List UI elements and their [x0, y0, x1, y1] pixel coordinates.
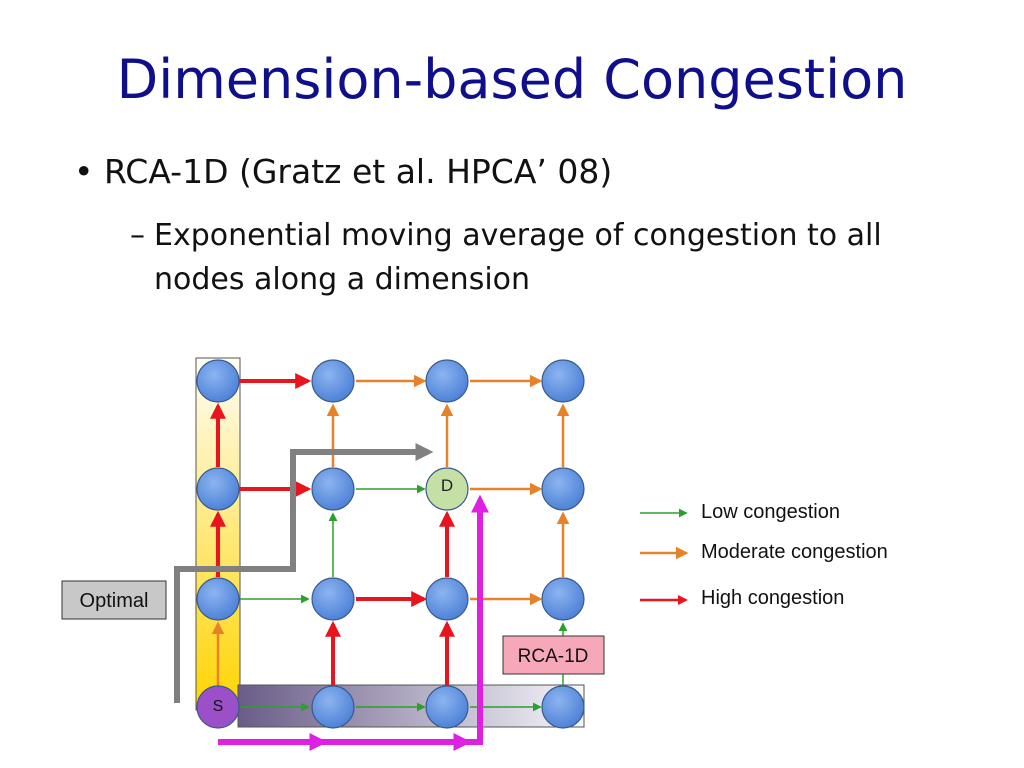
bullet-dot: • [74, 152, 94, 191]
optimal-label: Optimal [80, 590, 149, 612]
sub-bullet: – Exponential moving average of congesti… [130, 214, 950, 302]
optimal-path [174, 443, 434, 703]
rca-label-box [502, 635, 605, 675]
router-node [311, 359, 355, 403]
router-node [311, 685, 355, 729]
router-node [311, 467, 355, 511]
source-label: S [213, 698, 224, 715]
sub-bullet-text: Exponential moving average of congestion… [154, 218, 882, 297]
sub-bullet-dash: – [130, 218, 145, 253]
legend: Low congestion Moderate congestion High … [640, 501, 888, 609]
legend-moderate-label: Moderate congestion [701, 541, 888, 563]
router-nodes [196, 359, 585, 729]
router-node [196, 577, 240, 621]
destination-label: D [441, 476, 453, 495]
bullet-text: RCA-1D (Gratz et al. HPCA’ 08) [104, 152, 613, 191]
router-node [541, 359, 585, 403]
router-node [425, 685, 469, 729]
router-node [541, 685, 585, 729]
router-node [196, 359, 240, 403]
legend-low-label: Low congestion [701, 501, 840, 523]
router-node [541, 467, 585, 511]
destination-node [425, 467, 469, 511]
legend-high-label: High congestion [701, 587, 844, 609]
router-node [541, 577, 585, 621]
slide-title: Dimension-based Congestion [116, 48, 908, 111]
row-dimension-highlight [237, 684, 585, 728]
router-node [425, 577, 469, 621]
router-node [311, 577, 355, 621]
router-node [196, 467, 240, 511]
source-node [196, 685, 240, 729]
optimal-label-box [61, 580, 167, 620]
bullet-item: • RCA-1D (Gratz et al. HPCA’ 08) [74, 152, 612, 191]
router-node [425, 359, 469, 403]
rca-label: RCA-1D [518, 646, 589, 667]
